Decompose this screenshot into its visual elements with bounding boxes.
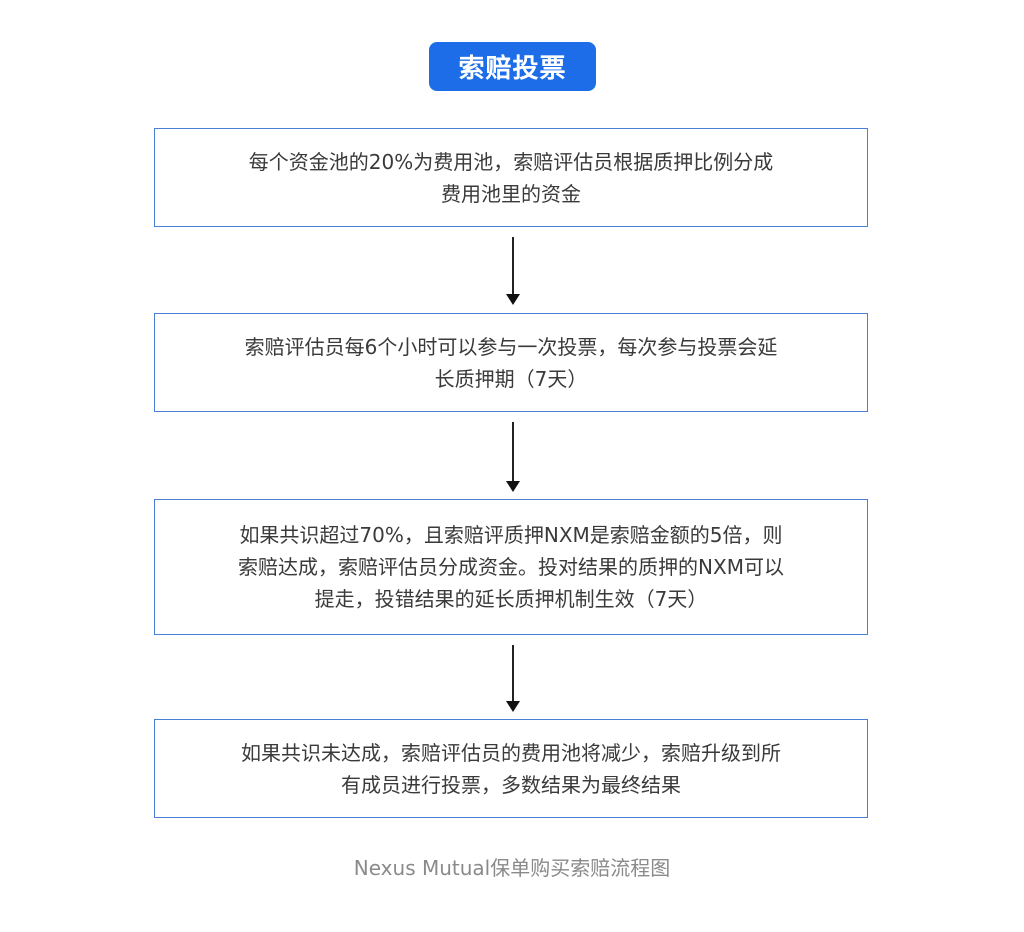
flow-step-4: 如果共识未达成，索赔评估员的费用池将减少，索赔升级到所 有成员进行投票，多数结果… bbox=[154, 719, 868, 818]
flow-arrow-2 bbox=[506, 422, 520, 492]
flow-step-2: 索赔评估员每6个小时可以参与一次投票，每次参与投票会延 长质押期（7天） bbox=[154, 313, 868, 412]
flow-arrow-3 bbox=[506, 645, 520, 712]
arrow-down-icon bbox=[506, 294, 520, 305]
flow-step-2-text: 索赔评估员每6个小时可以参与一次投票，每次参与投票会延 长质押期（7天） bbox=[244, 334, 778, 391]
flow-step-1: 每个资金池的20%为费用池，索赔评估员根据质押比例分成 费用池里的资金 bbox=[154, 128, 868, 227]
arrow-shaft bbox=[512, 237, 514, 295]
flow-arrow-1 bbox=[506, 237, 520, 305]
flow-step-1-text: 每个资金池的20%为费用池，索赔评估员根据质押比例分成 费用池里的资金 bbox=[248, 149, 774, 206]
diagram-title: 索赔投票 bbox=[429, 42, 596, 91]
arrow-down-icon bbox=[506, 481, 520, 492]
arrow-shaft bbox=[512, 645, 514, 702]
flow-step-3-text: 如果共识超过70%，且索赔评质押NXM是索赔金额的5倍，则 索赔达成，索赔评估员… bbox=[238, 523, 784, 611]
flow-step-3: 如果共识超过70%，且索赔评质押NXM是索赔金额的5倍，则 索赔达成，索赔评估员… bbox=[154, 499, 868, 635]
arrow-down-icon bbox=[506, 701, 520, 712]
flow-step-4-text: 如果共识未达成，索赔评估员的费用池将减少，索赔升级到所 有成员进行投票，多数结果… bbox=[241, 740, 781, 797]
arrow-shaft bbox=[512, 422, 514, 482]
figure-caption: Nexus Mutual保单购买索赔流程图 bbox=[353, 856, 671, 880]
